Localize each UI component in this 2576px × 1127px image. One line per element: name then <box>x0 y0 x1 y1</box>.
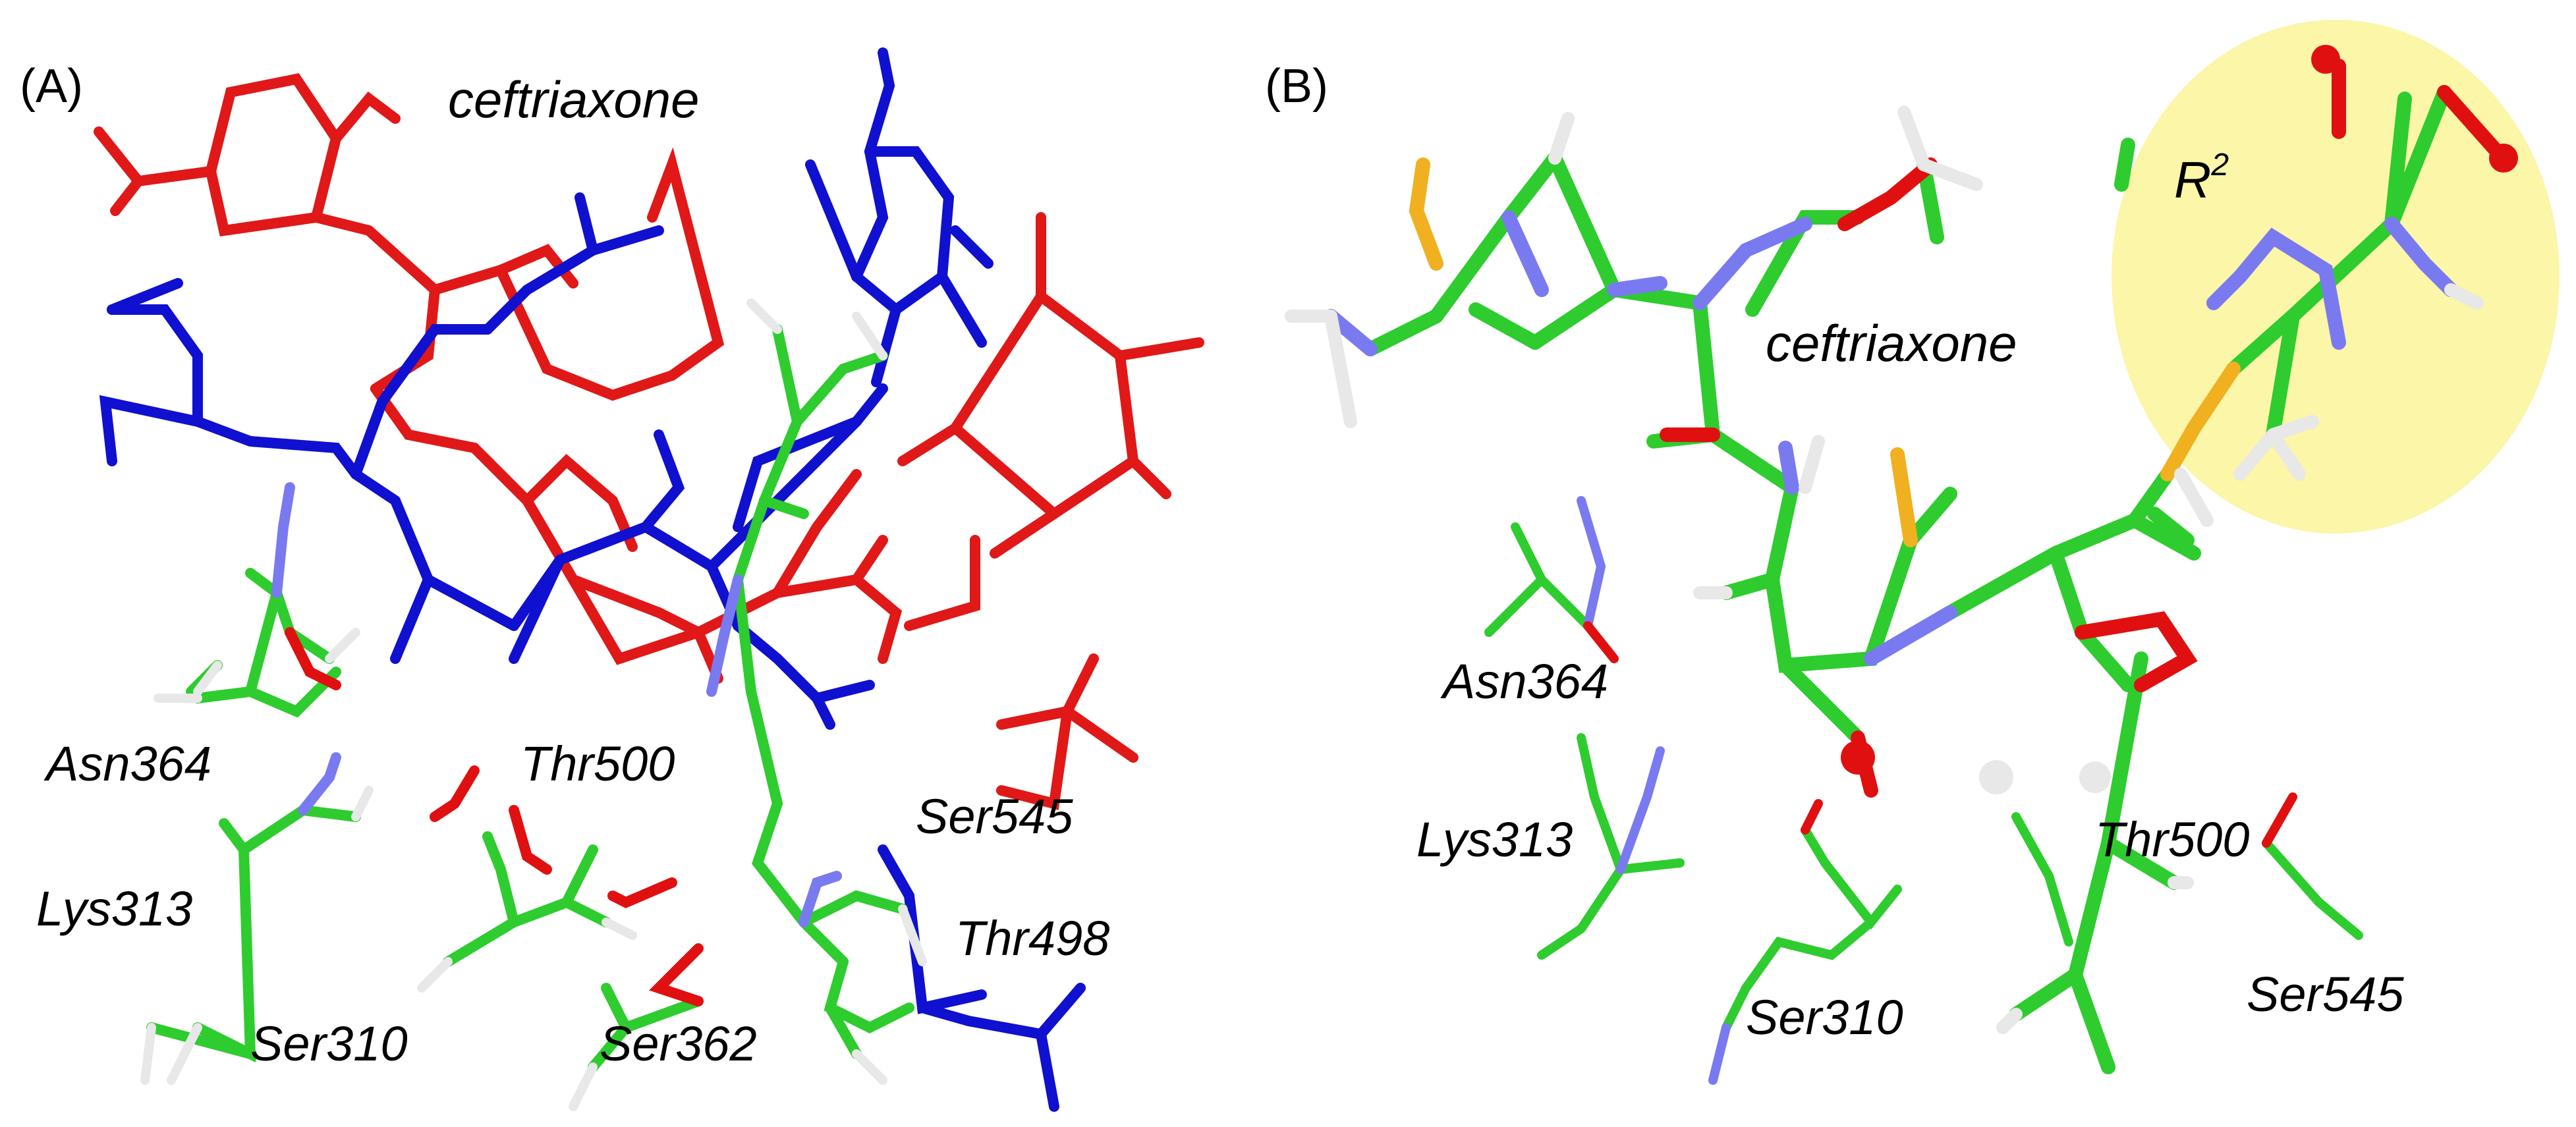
panel-a-green-residues <box>146 324 914 1072</box>
panel-b-residue-heteroatoms <box>1577 496 2297 1085</box>
panel-b-ceftriaxone-heteroatoms <box>1324 59 2504 798</box>
panel-b-label-asn364: Asn364 <box>1440 654 1608 709</box>
panel-a: (A) ceftriaxone Asn364 Lys313 Ser310 Ser… <box>20 47 1204 1112</box>
panel-a-hydrogens <box>140 298 927 1111</box>
panel-b-r2-letter: R <box>2174 151 2211 209</box>
panel-b: (B) ceftriaxone R2 Asn364 Lys313 Ser310 … <box>1265 20 2560 1085</box>
panel-a-red-pose <box>94 73 1204 810</box>
panel-a-tag: (A) <box>20 60 83 113</box>
panel-a-blue-pose <box>99 47 1086 1112</box>
panel-a-label-ser362: Ser362 <box>600 1016 757 1071</box>
panel-b-hydrogens <box>1285 105 2484 1034</box>
panel-b-label-ser310: Ser310 <box>1746 990 1903 1045</box>
panel-a-label-thr500: Thr500 <box>520 736 675 791</box>
panel-a-label-thr498: Thr498 <box>955 911 1109 966</box>
panel-a-heteroatom-accents <box>271 482 842 1006</box>
panel-a-label-lys313: Lys313 <box>36 881 192 936</box>
panel-b-ligand-label: ceftriaxone <box>1766 314 2017 372</box>
panel-b-tag: (B) <box>1265 60 1328 113</box>
panel-a-label-ser545: Ser545 <box>916 789 1073 844</box>
panel-b-r2-label: R2 <box>2174 148 2229 209</box>
panel-b-label-thr500: Thr500 <box>2095 812 2249 867</box>
panel-a-label-ser310: Ser310 <box>250 1016 408 1071</box>
panel-b-atom-balls <box>1841 45 2518 794</box>
panel-a-label-asn364: Asn364 <box>43 736 211 791</box>
panel-b-label-lys313: Lys313 <box>1416 812 1573 867</box>
panel-b-label-ser545: Ser545 <box>2247 967 2404 1022</box>
panel-a-ligand-label: ceftriaxone <box>448 70 700 128</box>
panel-b-residues <box>1484 522 2363 1032</box>
panel-b-r2-superscript: 2 <box>2210 148 2229 182</box>
